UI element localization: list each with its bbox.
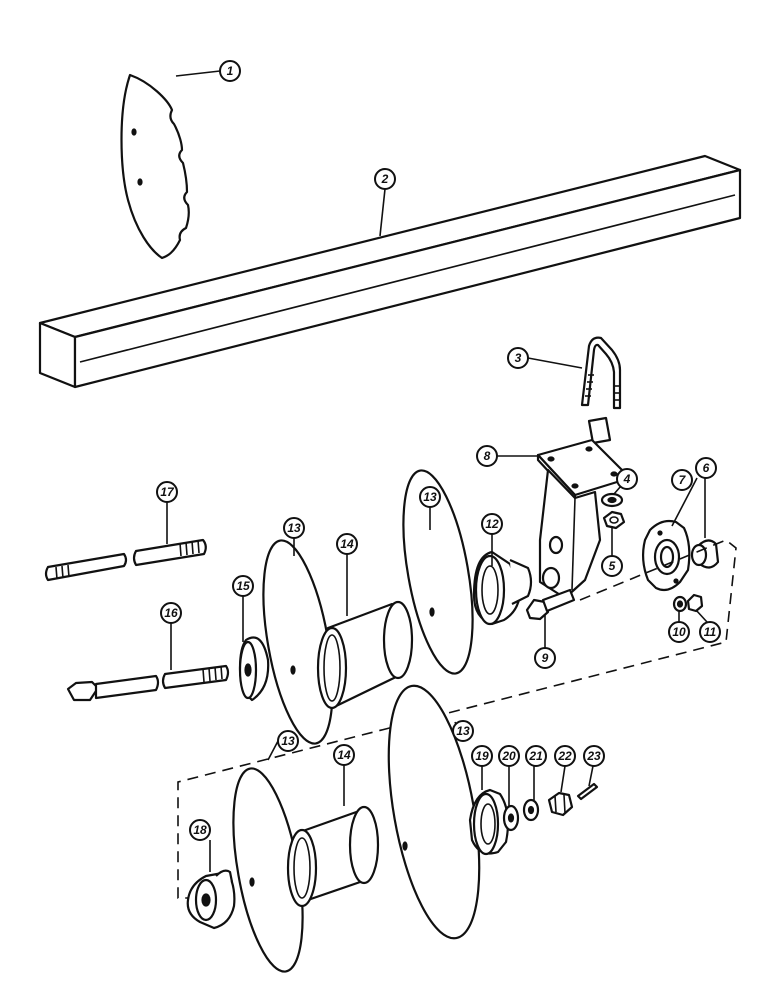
concave-disc-blade [402,469,474,675]
callout-2: 2 [374,168,396,190]
callout-3: 3 [507,347,529,369]
spacer-hub [238,636,270,702]
callout-16: 16 [160,602,182,624]
callout-label: 13 [456,724,470,738]
callout-23: 23 [583,745,605,767]
callout-label: 23 [586,749,601,763]
callout-label: 12 [485,517,499,531]
callout-label: 10 [672,625,686,639]
callout-label: 18 [193,823,207,837]
callout-label: 3 [515,351,522,365]
callout-11: 11 [699,621,721,643]
hex-nut [602,510,626,530]
leader-lines [166,70,708,872]
callout-17: 17 [156,481,178,503]
threaded-shaft [44,538,207,582]
callout-label: 20 [501,749,516,763]
callout-7: 7 [671,469,693,491]
callout-label: 4 [623,472,631,486]
callout-label: 7 [679,473,687,487]
callout-6: 6 [695,457,717,479]
lock-washer [522,798,540,822]
callout-8: 8 [476,445,498,467]
callout-5: 5 [601,555,623,577]
thrust-washer [502,804,520,832]
callout-1: 1 [219,60,241,82]
hanger-bracket [536,416,632,600]
bearing-housing [468,788,510,856]
callout-13: 13 [283,517,305,539]
cotter-pin [576,782,599,801]
bearing-cone [472,550,533,626]
callout-14: 14 [333,744,355,766]
callout-12: 12 [481,513,503,535]
callout-13: 13 [419,486,441,508]
callout-label: 14 [337,748,351,762]
notched-disc-blade [120,73,190,260]
lock-washer [600,492,624,508]
bearing-flange [641,519,691,592]
castle-nut [547,791,574,817]
callout-label: 13 [287,521,301,535]
small-washer [672,595,688,613]
callout-label: 2 [381,172,389,186]
callout-9: 9 [534,647,556,669]
callout-label: 14 [340,537,354,551]
callout-4: 4 [616,468,638,490]
callout-21: 21 [525,745,547,767]
callout-label: 15 [236,579,250,593]
small-nut [686,593,704,613]
callout-label: 13 [423,490,437,504]
callout-13: 13 [452,720,474,742]
callout-15: 15 [232,575,254,597]
callout-label: 13 [281,734,295,748]
callout-label: 6 [703,461,710,475]
callout-label: 21 [528,749,543,763]
callout-label: 5 [609,559,616,573]
square-axle-bar [38,154,742,389]
callout-10: 10 [668,621,690,643]
callout-13: 13 [277,730,299,752]
spool-spacer [316,600,414,710]
callout-label: 16 [164,606,178,620]
callout-label: 9 [542,651,549,665]
callout-label: 11 [704,625,717,639]
callout-20: 20 [498,745,520,767]
spool-spacer [286,805,380,908]
assembly-guide-dashed-line [177,539,737,899]
callout-label: 22 [557,749,572,763]
carriage-bolt [525,588,576,621]
callout-label: 8 [484,449,491,463]
callout-label: 1 [227,64,234,78]
callout-14: 14 [336,533,358,555]
callout-19: 19 [471,745,493,767]
callout-22: 22 [554,745,576,767]
callout-label: 17 [160,485,175,499]
axle-shaft-with-head [66,664,230,702]
callout-label: 19 [475,749,489,763]
callout-18: 18 [189,819,211,841]
u-bolt [580,336,622,410]
end-cone [186,869,236,930]
